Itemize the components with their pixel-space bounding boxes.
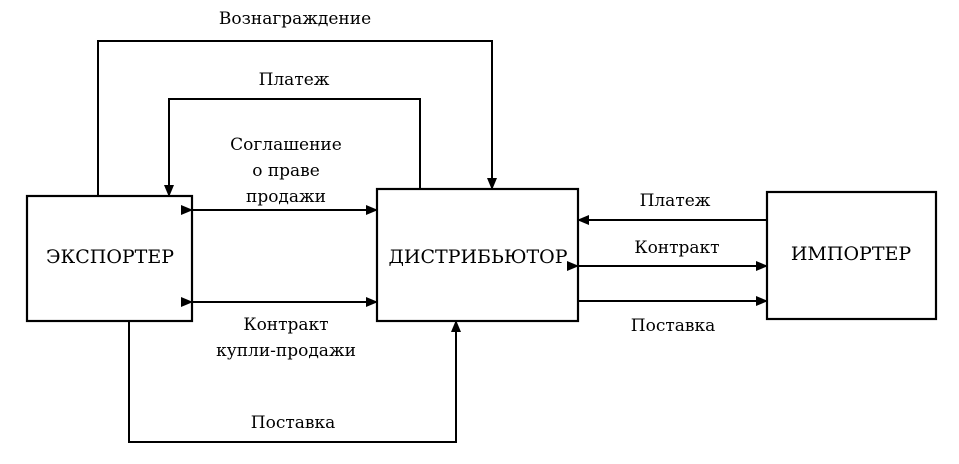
label-sales-right-agreement-line3: продажи — [246, 187, 326, 207]
node-importer-label: ИМПОРТЕР — [791, 243, 911, 265]
label-delivery-exporter-distributor: Поставка — [251, 413, 335, 433]
node-exporter: ЭКСПОРТЕР — [25, 194, 194, 323]
label-contract-distributor-importer: Контракт — [634, 238, 719, 258]
label-purchase-contract-line1: Контракт — [243, 315, 328, 335]
node-distributor-label: ДИСТРИБЬЮТОР — [388, 246, 567, 268]
edge-payment-distributor-exporter — [164, 98, 421, 197]
label-payment-distributor-exporter: Платеж — [259, 70, 330, 90]
label-purchase-contract-line2: купли-продажи — [216, 341, 356, 361]
node-importer: ИМПОРТЕР — [765, 190, 938, 321]
edge-labels: Вознаграждение Платеж Соглашение о праве… — [216, 9, 720, 433]
node-exporter-label: ЭКСПОРТЕР — [46, 246, 174, 268]
node-distributor: ДИСТРИБЬЮТОР — [375, 187, 580, 323]
label-sales-right-agreement-line1: Соглашение — [230, 135, 342, 155]
label-reward: Вознаграждение — [219, 9, 371, 29]
label-payment-importer-distributor: Платеж — [640, 191, 711, 211]
label-sales-right-agreement-line2: о праве — [252, 161, 320, 181]
edge-delivery-exporter-distributor — [128, 320, 461, 443]
label-delivery-distributor-importer: Поставка — [631, 316, 715, 336]
edge-reward — [97, 40, 497, 196]
